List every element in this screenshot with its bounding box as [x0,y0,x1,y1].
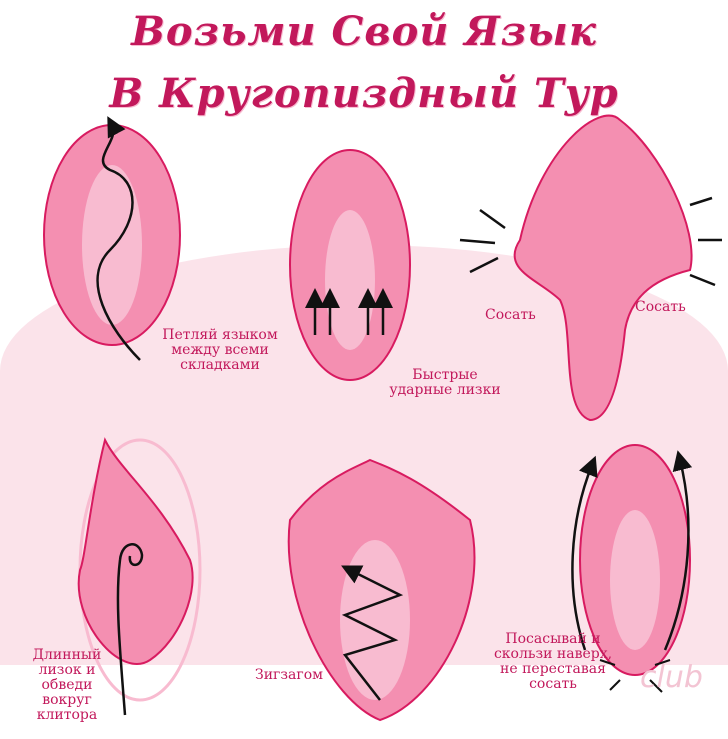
caption-loop: Петляй языком между всеми складками [162,327,278,373]
illustration-slide [571,444,693,693]
illustration-zigzag [287,458,476,722]
title-line-1: Возьми Свой Язык [131,8,597,55]
illustration-suck [459,114,722,422]
caption-slide: Посасывай и скользи наверх, не перестава… [493,631,613,692]
illustration-loop [43,116,181,361]
illustration-long-lick [77,437,202,716]
title-line-2: В Кругопиздный Тур [109,70,619,117]
caption-flick: Быстрые ударные лизки [389,367,501,398]
caption-suck-right: Сосать [635,299,686,315]
caption-long-lick: Длинный лизок и обведи вокруг клитора [32,647,102,723]
watermark: club [640,660,703,695]
caption-zigzag: Зигзагом [255,667,324,683]
illustration-flick [289,149,411,381]
caption-suck-left: Сосать [485,307,536,323]
